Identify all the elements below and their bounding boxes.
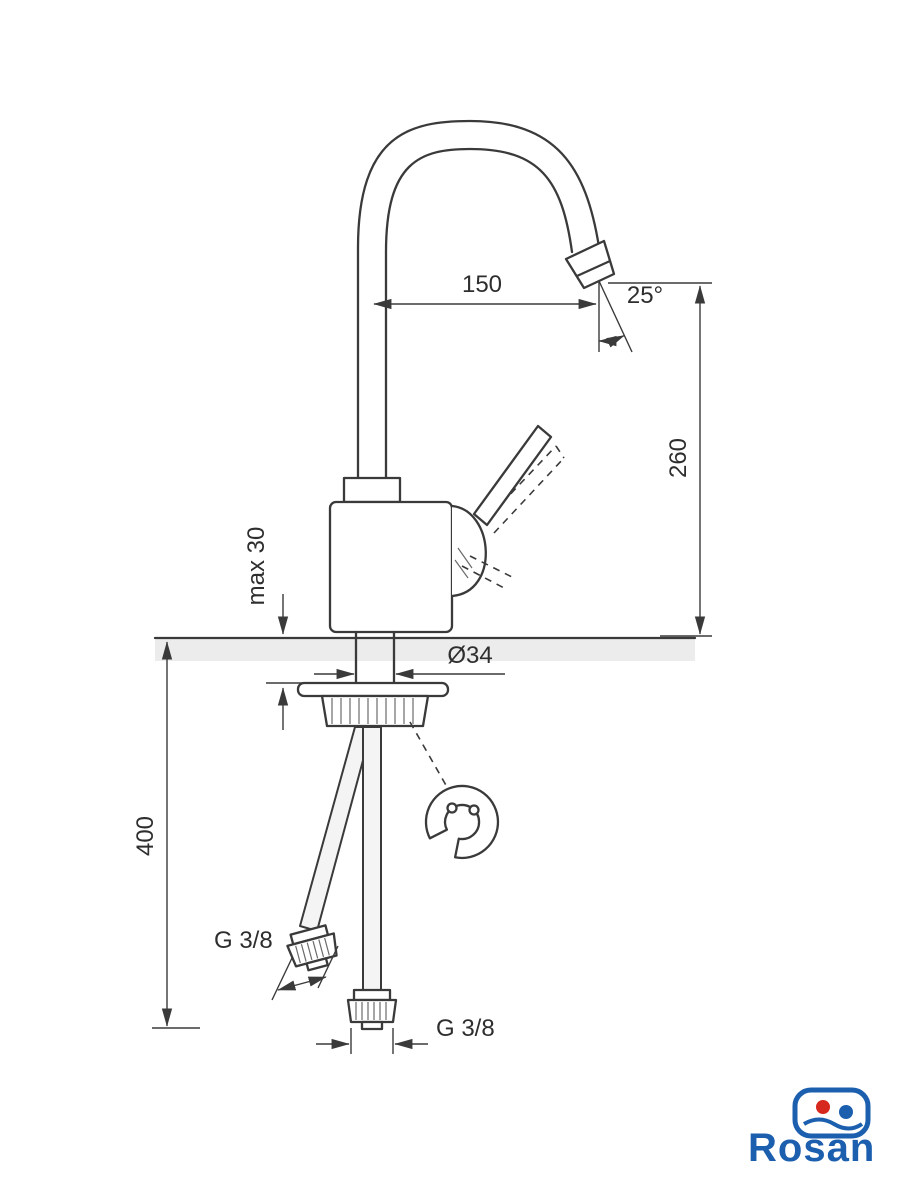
thread-bottom-label: G 3/8: [436, 1015, 495, 1042]
dimension-base-diameter: Ø34: [314, 642, 505, 680]
rosan-logo: Rosan: [748, 1087, 875, 1170]
rosan-emblem-outline: [792, 1087, 871, 1139]
dimension-thread-bottom: G 3/8: [316, 1015, 495, 1054]
dimension-hose-length: 400: [132, 641, 200, 1029]
wrench-leader-line: [409, 721, 448, 788]
dimension-150-label: 150: [462, 271, 502, 298]
hose-fitting-straight: [346, 988, 398, 1031]
dimension-25deg-label: 25°: [627, 282, 663, 309]
thread-left-label: G 3/8: [214, 927, 273, 954]
dimension-spout-height: 260: [608, 282, 712, 637]
wrench-tab-left: [446, 802, 458, 814]
dimension-400-label: 400: [132, 816, 159, 856]
supply-hose-angled: [299, 726, 373, 932]
faucet: [328, 119, 616, 634]
spout-nozzle: [564, 239, 616, 290]
hose-fitting-angled: [286, 924, 338, 972]
faucet-collar: [342, 476, 402, 504]
c-washer-wrench-icon: [424, 784, 500, 860]
dimension-260-label: 260: [665, 438, 692, 478]
faucet-handle: [472, 424, 553, 527]
dimension-max30-label: max 30: [243, 527, 270, 606]
dimension-spout-reach: 150: [373, 271, 597, 310]
faucet-spout: [356, 119, 601, 502]
supply-hose-straight: [362, 726, 382, 991]
rosan-wordmark: Rosan: [748, 1126, 875, 1170]
wrench-tab-right: [468, 804, 480, 816]
countertop: [153, 636, 697, 661]
dimension-thread-left: G 3/8: [214, 927, 339, 1001]
faucet-body: [328, 500, 454, 634]
mounting-nut: [320, 694, 430, 728]
counter-surface-band: [155, 639, 695, 661]
mounting-flange: [296, 681, 450, 698]
rosan-emblem-wave: [802, 1117, 864, 1131]
dome-detail: [454, 547, 473, 579]
mounting-nut-ridges: [331, 698, 414, 724]
under-counter-assembly: [286, 630, 500, 1031]
rosan-emblem-red-dot: [816, 1100, 830, 1114]
faucet-spout-inner: [384, 147, 574, 502]
dimension-spout-angle: 25°: [598, 280, 663, 353]
aerator-line: [575, 259, 612, 278]
dimension-deck-thickness: max 30: [243, 527, 312, 730]
dimension-diameter-label: Ø34: [447, 642, 492, 669]
rosan-emblem-blue-dot: [839, 1105, 853, 1119]
